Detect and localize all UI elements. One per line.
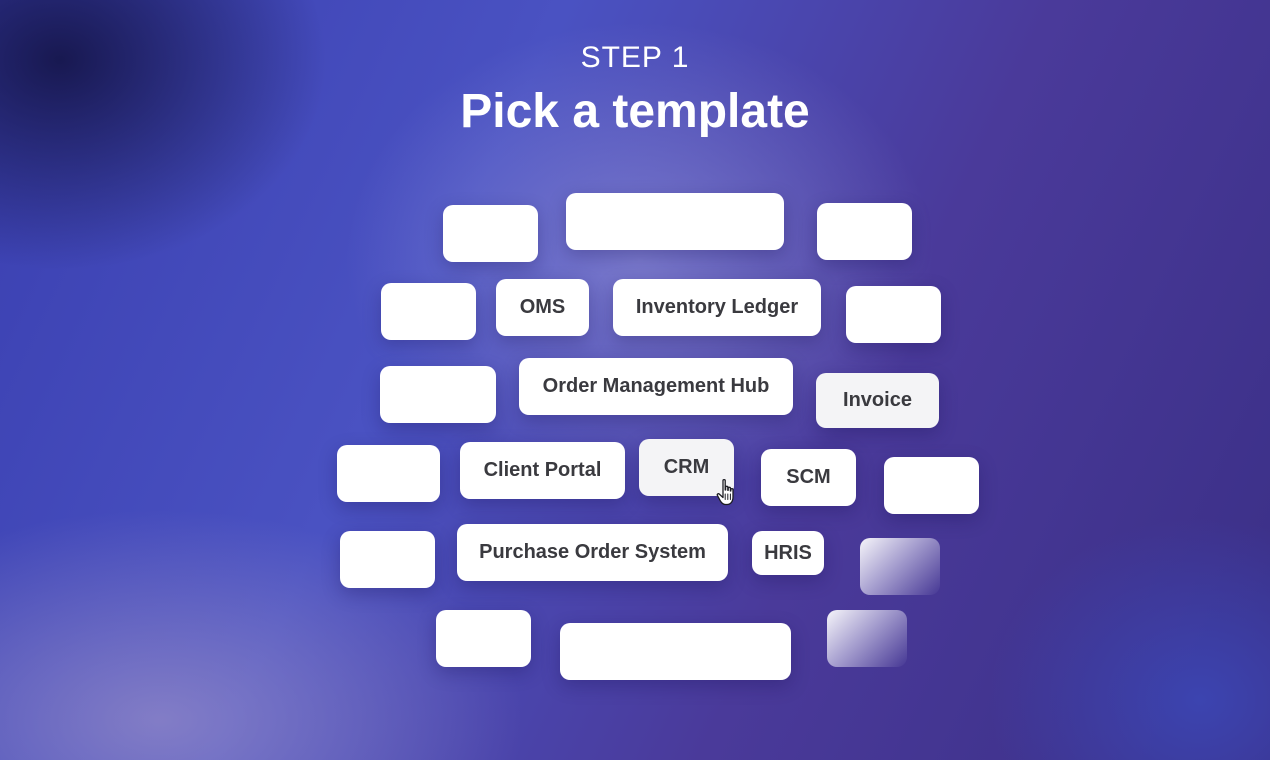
template-label: HRIS [764,541,812,564]
template-card-hris[interactable]: HRIS [752,531,824,575]
template-label: Invoice [843,389,912,411]
template-card-inventory-ledger[interactable]: Inventory Ledger [613,279,821,336]
template-label: Inventory Ledger [635,296,799,318]
template-label: SCM [786,466,831,488]
header: STEP 1 Pick a template [0,38,1270,140]
template-card-client-portal[interactable]: Client Portal [460,442,625,499]
template-card-blank[interactable] [884,457,979,514]
template-label: Order Management Hub [542,375,770,397]
template-card-faded [860,538,940,595]
template-card-blank[interactable] [566,193,784,250]
template-card-scm[interactable]: SCM [761,449,856,506]
template-card-oms[interactable]: OMS [496,279,589,336]
template-card-blank[interactable] [560,623,791,680]
template-card-blank[interactable] [340,531,435,588]
template-label: CRM [663,456,710,478]
template-label: Client Portal [483,459,602,481]
template-card-blank[interactable] [381,283,476,340]
template-card-blank[interactable] [436,610,531,667]
template-label: Purchase Order System [479,541,706,563]
page-title: Pick a template [460,85,810,138]
step-label: STEP 1 [580,41,690,74]
template-card-blank[interactable] [846,286,941,343]
template-card-purchase-order-system[interactable]: Purchase Order System [457,524,728,581]
template-label: OMS [519,296,566,318]
template-card-order-management-hub[interactable]: Order Management Hub [519,358,793,415]
template-card-faded [827,610,907,667]
template-card-crm[interactable]: CRM [639,439,734,496]
template-card-invoice[interactable]: Invoice [816,373,939,428]
hand-pointer-icon [716,478,734,506]
template-card-blank[interactable] [380,366,496,423]
template-card-blank[interactable] [337,445,440,502]
template-card-blank[interactable] [817,203,912,260]
template-card-blank[interactable] [443,205,538,262]
